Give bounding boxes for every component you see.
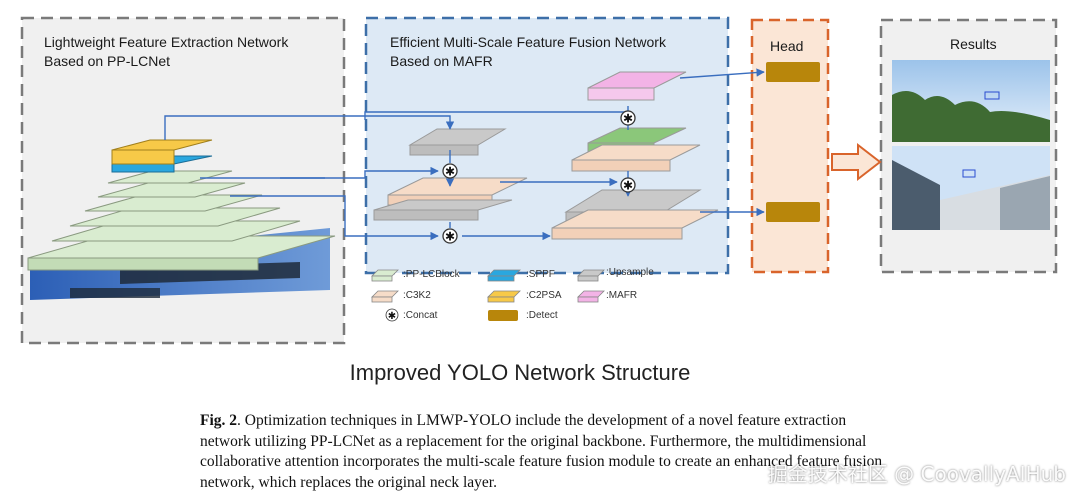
concat-node	[442, 228, 458, 244]
figure-title: Improved YOLO Network Structure	[349, 360, 691, 385]
head-title: Head	[770, 38, 804, 54]
fusion-title-line1: Efficient Multi-Scale Feature Fusion Net…	[390, 34, 666, 50]
svg-text:✱: ✱	[623, 179, 633, 193]
detect-block-top	[766, 62, 820, 82]
extraction-title-line1: Lightweight Feature Extraction Network	[44, 34, 289, 50]
legend-label-pplcblock: :PP-LCBlock	[403, 269, 460, 280]
legend-swatches	[371, 269, 605, 322]
detect-block-bottom	[766, 202, 820, 222]
svg-text:✱: ✱	[388, 311, 396, 322]
connection-arrows	[164, 68, 765, 241]
caption-line-4: network, which replaces the original nec…	[200, 473, 497, 491]
legend-label-c2psa: :C2PSA	[526, 290, 562, 301]
legend-swatch-c3k2	[371, 290, 399, 298]
caption-fig-label: Fig. 2	[200, 412, 238, 429]
concat-node	[620, 177, 636, 193]
caption-line-2: network utilizing PP-LCNet as a replacem…	[200, 432, 867, 450]
legend-swatch-detect	[488, 310, 518, 321]
extraction-title-line2: Based on PP-LCNet	[44, 53, 171, 69]
result-image-top	[892, 60, 1050, 142]
backbone-pyramid	[27, 139, 336, 271]
head-panel	[750, 18, 830, 274]
concat-node	[620, 110, 636, 126]
legend-swatch-c2psa	[487, 290, 521, 298]
concat-nodes: ✱ ✱ ✱ ✱	[442, 110, 636, 244]
legend-label-c3k2: :C3K2	[403, 290, 431, 301]
caption-line-3: collaborative attention incorporates the…	[200, 453, 883, 470]
legend-label-mafr: :MAFR	[606, 290, 638, 301]
output-arrow	[831, 142, 882, 182]
fusion-title: Efficient Multi-Scale Feature Fusion Net…	[390, 33, 666, 71]
caption-line-1: Fig. 2. Optimization techniques in LMWP-…	[200, 411, 1060, 432]
results-title: Results	[950, 36, 997, 52]
legend-label-concat: :Concat	[403, 310, 438, 321]
legend-swatch-concat	[385, 308, 399, 322]
svg-text:✱: ✱	[445, 165, 455, 179]
legend-label-detect: :Detect	[526, 310, 558, 321]
figure-caption: Fig. 2. Optimization techniques in LMWP-…	[200, 411, 1060, 493]
legend-label-upsample: :Upsample	[606, 267, 654, 278]
svg-text:✱: ✱	[623, 112, 633, 126]
fusion-title-line2: Based on MAFR	[390, 53, 493, 69]
result-image-bottom	[892, 146, 1050, 230]
legend-swatch-sppf	[487, 269, 521, 277]
legend-label-sppf: :SPPF	[526, 269, 555, 280]
watermark: 掘金技术社区 @ CoovallyAIHub	[767, 462, 1066, 486]
extraction-title: Lightweight Feature Extraction Network B…	[44, 33, 288, 71]
concat-node	[442, 163, 458, 179]
legend-swatch-mafr	[577, 290, 605, 298]
caption-line-1-text: . Optimization techniques in LMWP-YOLO i…	[237, 412, 847, 429]
svg-text:✱: ✱	[445, 230, 455, 244]
fusion-blocks	[373, 71, 719, 240]
